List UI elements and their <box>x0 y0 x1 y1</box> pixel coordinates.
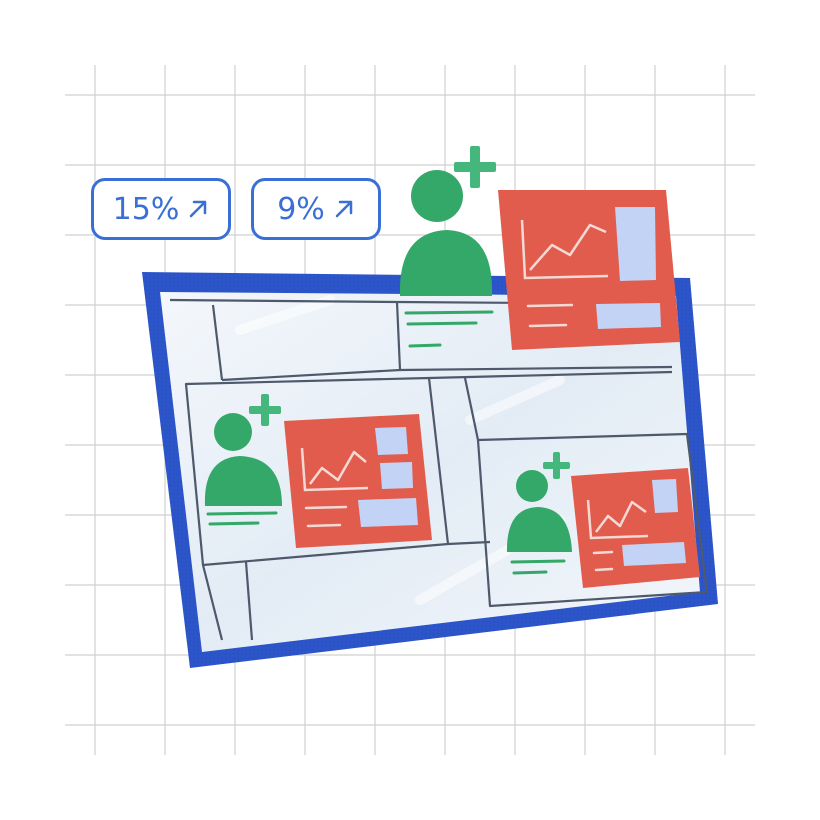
user-panel-right <box>506 452 700 588</box>
user-panel-left <box>204 394 432 548</box>
user-panel-top <box>399 146 680 350</box>
add-user-icon <box>506 452 572 552</box>
metric-badge-15: 15% <box>91 178 231 240</box>
line-chart-icon <box>300 447 369 492</box>
line-chart-icon <box>586 499 649 540</box>
add-user-icon <box>204 394 282 506</box>
metric-value: 15% <box>112 191 180 227</box>
stats-card <box>571 468 700 588</box>
add-user-icon <box>399 146 496 296</box>
metric-value: 9% <box>277 191 325 227</box>
stats-card <box>498 190 680 350</box>
arrow-up-right-icon <box>190 200 207 218</box>
metric-badge-9: 9% <box>251 178 381 240</box>
line-chart-icon <box>520 219 609 280</box>
arrow-up-right-icon <box>335 200 353 218</box>
stats-card <box>284 414 432 548</box>
